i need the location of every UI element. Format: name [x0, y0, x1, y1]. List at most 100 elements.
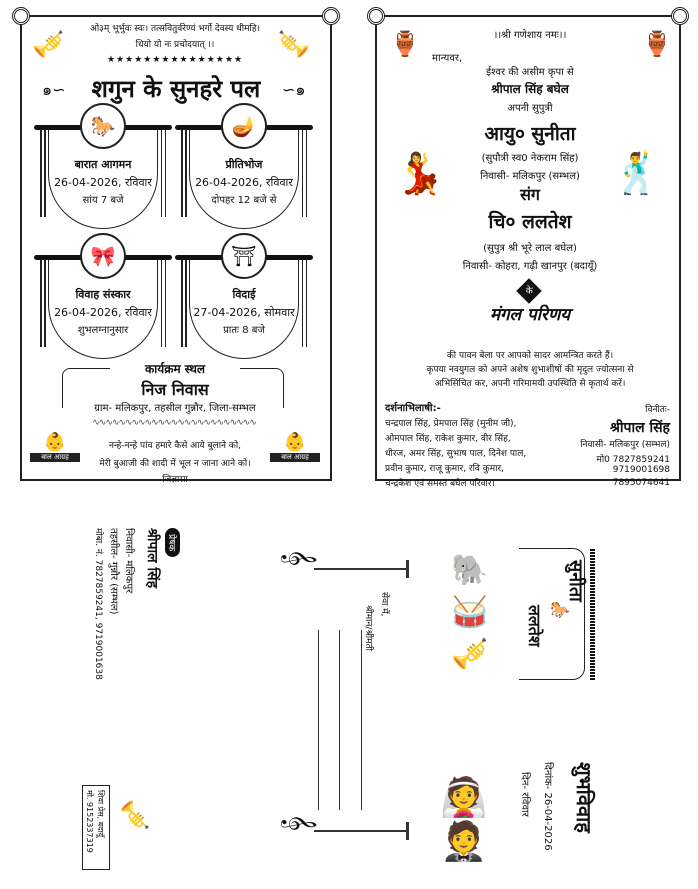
intro-line: ईश्वर की असीम कृपा से — [486, 67, 574, 78]
invite-para-2: कृपया नवयुगल को अपने अशेष शुभाशीषों की म… — [426, 365, 634, 375]
invite-para-1: की पावन बेला पर आपको सादर आमन्त्रित करते… — [446, 351, 614, 361]
bride-relation: (सुपौत्री स्व0 नेकराम सिंह) — [481, 153, 579, 164]
groom-relation: (सुपुत्र श्री भूरे लाल बघेल) — [483, 243, 577, 254]
event-vivah: 🎀 विवाह संस्कार 26-04-2026, रविवार शुभलग… — [34, 233, 172, 363]
vinit-name: श्रीपाल सिंह — [609, 420, 670, 436]
event-time: प्रातः 8 बजे — [223, 325, 265, 336]
bride-dancer-icon: 💃 — [395, 151, 445, 197]
bride-address: निवासी- मलिकपुर (सम्भल) — [480, 171, 580, 182]
darshan-line: चन्द्रकेश एवं समस्त बघेल परिवार। — [385, 479, 495, 489]
envelope-date: दिनांक- 26-04-2026 — [542, 762, 553, 851]
sender-badge: प्रेषक — [165, 528, 180, 558]
phone: मो0 7827859241 — [596, 455, 670, 465]
left-invitation-card — [12, 7, 340, 481]
couple-icon: 👰🤵 — [440, 775, 488, 863]
address-line[interactable] — [339, 630, 340, 810]
darshan-line: प्रवीन कुमार, राजू कुमार, रवि कुमार, — [385, 464, 504, 474]
shehnai-icon: 🎺 — [32, 30, 65, 60]
event-date: 26-04-2026, रविवार — [54, 176, 152, 189]
kalash-icon: 🏺 — [642, 30, 672, 58]
star-divider: ★★★★★★★★★★★★★★★ — [106, 55, 244, 65]
darshan-label: दर्शनाभिलाषी:- — [385, 403, 441, 414]
swirl-right-icon: ∽๑ — [282, 80, 306, 99]
ornament-bar — [406, 822, 409, 840]
sender-phone: मोबा. नं. 7827859241, 9719001638 — [93, 528, 103, 680]
event-name: विदाई — [232, 288, 256, 301]
ornament-bar — [314, 830, 409, 832]
kid-right-icon: 👶बाल आग्रह — [270, 432, 320, 472]
darshan-line: धीरज, अमर सिंह, सुभाष पाल, दिनेश पाल, — [385, 449, 527, 459]
bride-name-envelope: सुनीता — [565, 560, 586, 602]
event-name: बारात आगमन — [74, 158, 132, 171]
mantra-line-2: धियो यो नः प्रचोदयात् ।। — [135, 40, 215, 50]
phone: 9719001698 — [612, 465, 670, 475]
vinit-address: निवासी- मलिकपुर (सम्भल) — [580, 440, 670, 450]
host-name: श्रीपाल सिंह बघेल — [491, 82, 569, 96]
pillar-ornament-icon: 𝄞 — [281, 813, 317, 832]
horse-rider-icon: 🐎 — [80, 103, 126, 149]
shubh-vivah-title: शुभविवाह — [572, 762, 596, 833]
poem-signature: जिज्ञासा — [162, 475, 188, 485]
event-pritibhoj: 🪔 प्रीतिभोज 26-04-2026, रविवार दोपहर 12 … — [175, 103, 313, 233]
invocation: ।।श्री गणेशाय नमः।। — [493, 30, 567, 41]
event-name: विवाह संस्कार — [75, 288, 131, 301]
corner-ornament-icon — [322, 7, 340, 25]
shehnai-icon: 🎺 — [119, 798, 150, 832]
ganesha-icon: 🪔 — [221, 103, 267, 149]
sang-text: संग — [520, 185, 540, 204]
ornament-bar — [314, 568, 409, 570]
venue-address: ग्राम- मलिकपुर, तहसील गुन्नौर, जिला-सम्भ… — [94, 403, 256, 414]
vinit-label: विनीतः- — [645, 405, 670, 415]
right-invitation-card — [367, 7, 689, 481]
ornament-bar — [406, 560, 409, 578]
poem-line-1: नन्हे-नन्हे पांव हमारे कैसे आये बुलाने क… — [108, 441, 242, 451]
corner-ornament-icon — [367, 7, 385, 25]
envelope-day: दिन- रविवार — [519, 772, 530, 817]
sender-name: श्रीपाल सिंह — [144, 528, 160, 589]
event-date: 27-04-2026, सोमवार — [193, 306, 295, 319]
phone: 7895074641 — [612, 478, 670, 488]
kalash-icon: 🏺 — [390, 30, 420, 58]
bride-name: आयु० सुनीता — [484, 123, 576, 145]
mantra-line-1: ओ३म् भूर्भुवः स्वः। तत्सवितुर्वरेण्यं भर… — [89, 24, 261, 34]
groom-rider-icon: 🐎 — [550, 600, 570, 619]
wavy-divider: ∿∿∿∿∿∿∿∿∿∿∿∿∿∿∿∿∿∿∿∿∿∿∿∿∿ — [92, 418, 257, 428]
salutation: मान्यवर, — [432, 53, 463, 64]
event-time: शुभलग्नानुसार — [77, 325, 129, 336]
groom-dancer-icon: 🕺 — [612, 151, 662, 197]
tied-knot-icon: 🎀 — [80, 233, 126, 279]
daughter-line: अपनी सुपुत्री — [507, 103, 553, 114]
shehnai-icon: 🎺 — [278, 30, 311, 60]
sender-line-2: तहसील- गुन्नौर (सम्भल) — [108, 528, 119, 615]
event-time: दोपहर 12 बजे से — [211, 195, 277, 206]
event-time: सांय 7 बजे — [82, 195, 124, 206]
press-phone: मो. 9152337319 — [85, 790, 94, 853]
swirl-left-icon: ๑∽ — [42, 80, 66, 99]
press-name: शिवा प्रेस, बदायूँ — [96, 790, 105, 838]
name-frame — [519, 548, 585, 680]
darshan-line: चन्द्रपाल सिंह, प्रेमपाल सिंह (मुनीम जी)… — [385, 419, 517, 429]
groom-address: निवासी- कोहरा, गढ़ी खानपुर (बदायूँ) — [462, 261, 598, 272]
event-name: प्रीतिभोज — [225, 158, 263, 171]
sender-line-1: निवासी- मलिकपुर — [123, 528, 134, 594]
mangal-parinay-logo: मंगल परिणय — [489, 305, 571, 325]
page-title: शगुन के सुनहरे पल — [91, 75, 261, 103]
corner-ornament-icon — [12, 7, 30, 25]
groom-name: चि० ललतेश — [488, 211, 572, 233]
venue-name: निज निवास — [141, 380, 209, 399]
to-name: श्रीमान/श्रीमती — [363, 605, 373, 651]
hatched-bar — [590, 548, 595, 680]
event-date: 26-04-2026, रविवार — [54, 306, 152, 319]
event-baraat: 🐎 बारात आगमन 26-04-2026, रविवार सांय 7 ब… — [34, 103, 172, 233]
invite-para-3: अभिसिंचित कर, अपनी गरिमामयी उपस्थिति से … — [434, 379, 626, 389]
address-line[interactable] — [361, 630, 362, 810]
event-vidai: ⛩ विदाई 27-04-2026, सोमवार प्रातः 8 बजे — [175, 233, 313, 363]
poem-line-2: मेरी बुआजी की शादी में भूल न जाना आने को… — [99, 459, 251, 469]
to-label: सेवा में, — [379, 592, 389, 617]
address-line[interactable] — [318, 630, 319, 810]
corner-ornament-icon — [671, 7, 689, 25]
press-stamp — [82, 785, 110, 870]
baraat-procession-icon: 🐘🥁🎺 — [451, 553, 489, 672]
doli-icon: ⛩ — [221, 233, 267, 279]
groom-name-envelope: ललतेश — [525, 605, 544, 647]
